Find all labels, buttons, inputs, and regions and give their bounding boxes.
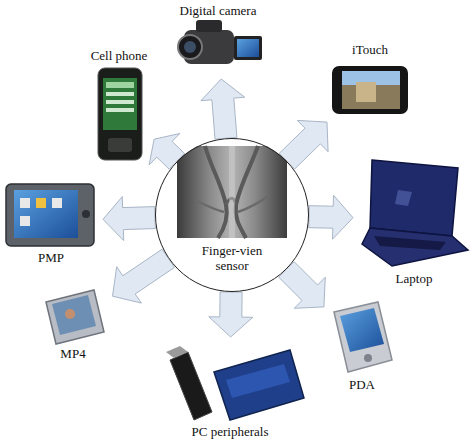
usb-plug	[166, 346, 188, 358]
peripheral-box	[214, 350, 304, 420]
device-label: PDA	[326, 377, 398, 392]
device-label: Laptop	[356, 271, 472, 286]
vein-image-ground	[177, 146, 287, 238]
camera-illustration	[178, 20, 262, 64]
device-node: iTouch	[326, 40, 414, 120]
cell-phone-illustration	[98, 68, 142, 160]
pda-body	[334, 302, 392, 372]
vein-line	[236, 146, 258, 238]
camera-flip-screen	[234, 36, 262, 60]
phone-screen-row	[106, 100, 134, 104]
pmp-icon	[20, 216, 30, 226]
camera-lens-glass	[184, 41, 196, 53]
block-arrow	[103, 197, 155, 241]
mp4-screen	[52, 295, 96, 335]
block-arrow	[309, 195, 353, 239]
phone-screen-bar	[106, 82, 134, 88]
sensor-circle: Finger-vien sensor	[155, 138, 309, 292]
pmp-body	[6, 184, 94, 246]
device-node: PC peripherals	[150, 340, 310, 440]
device-label: PC peripherals	[150, 424, 310, 439]
itouch-body	[332, 66, 408, 114]
pmp-button	[82, 210, 90, 218]
phone-keys	[108, 138, 132, 152]
block-arrow	[209, 292, 253, 337]
pmp-icon	[52, 198, 62, 208]
mp4-body	[46, 290, 104, 344]
vein-line	[195, 200, 224, 212]
finger-vein-image	[177, 146, 287, 238]
peripheral-top	[226, 364, 290, 398]
usb-stick	[170, 352, 212, 420]
sensor-label: Finger-vien sensor	[156, 243, 308, 273]
phone-screen-row	[106, 108, 134, 112]
device-node: MP4	[36, 284, 110, 362]
device-label: Digital camera	[168, 3, 268, 18]
sensor-circle-fill	[155, 138, 309, 292]
device-node: Digital camera	[168, 0, 268, 76]
vein-line	[205, 146, 227, 238]
laptop-keyboard	[374, 236, 446, 250]
device-label: MP4	[36, 346, 110, 361]
mp4-illustration	[46, 290, 104, 344]
block-arrow	[113, 249, 175, 303]
camera-top	[196, 20, 222, 32]
vein-line	[238, 195, 270, 212]
pmp-illustration	[6, 184, 94, 246]
pc-peripherals-illustration	[166, 346, 304, 420]
laptop-base	[362, 228, 468, 266]
finger-highlight	[229, 146, 235, 238]
device-node: PDA	[326, 296, 398, 394]
pda-screen	[340, 308, 384, 352]
pda-illustration	[334, 302, 392, 372]
device-node: Laptop	[356, 150, 472, 288]
itouch-screen-building	[356, 82, 376, 102]
mp4-screen-figure	[65, 309, 75, 319]
pmp-icon	[36, 198, 46, 208]
itouch-illustration	[332, 66, 408, 114]
device-node: Cell phone	[86, 46, 152, 164]
laptop-lid	[370, 160, 458, 236]
pmp-icon	[20, 198, 30, 208]
phone-screen-row	[106, 92, 134, 96]
device-label: Cell phone	[86, 48, 152, 63]
laptop-logo	[395, 190, 412, 206]
block-arrow	[201, 79, 245, 139]
camera-screen	[237, 39, 259, 57]
pmp-screen	[14, 190, 78, 238]
device-node: PMP	[2, 175, 100, 267]
device-label: iTouch	[326, 42, 414, 57]
pda-button	[364, 354, 372, 362]
phone-screen	[103, 78, 137, 130]
camera-lens	[178, 35, 202, 59]
laptop-illustration	[362, 160, 468, 266]
device-label: PMP	[2, 250, 100, 265]
itouch-screen	[342, 71, 400, 109]
phone-body	[98, 68, 142, 160]
